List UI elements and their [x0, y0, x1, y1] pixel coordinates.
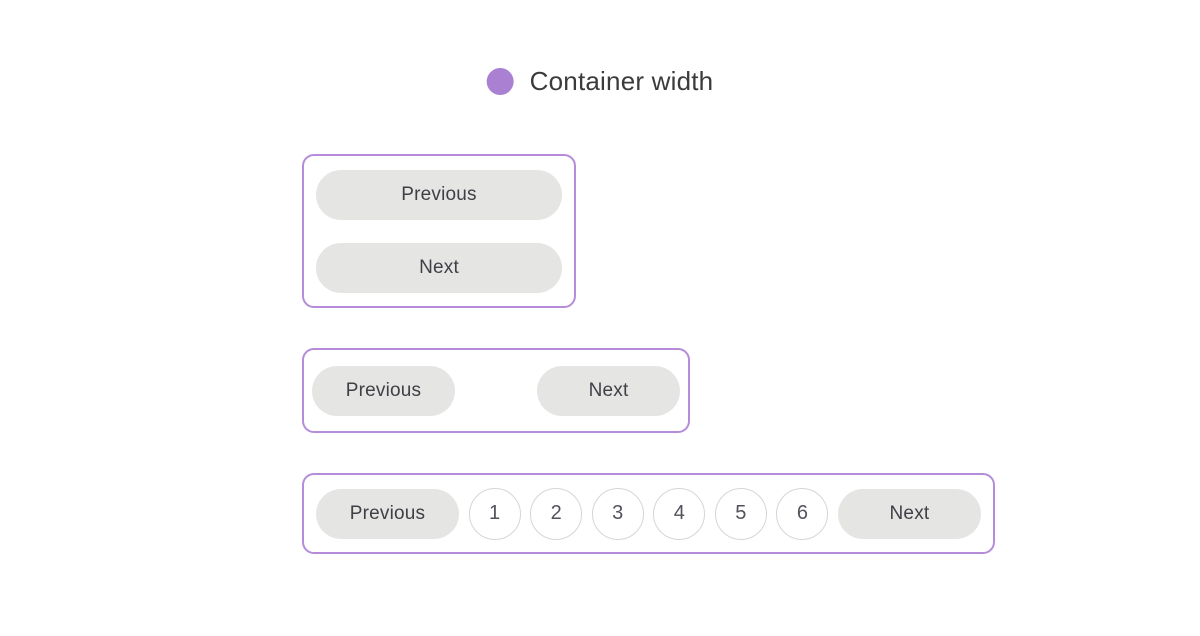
next-button[interactable]: Next: [316, 242, 562, 293]
previous-button[interactable]: Previous: [312, 365, 455, 416]
page-button-3[interactable]: 3: [591, 487, 644, 540]
previous-button[interactable]: Previous: [316, 169, 562, 220]
pagination-container-narrow: Previous Next: [302, 154, 576, 308]
legend-label: Container width: [529, 66, 714, 96]
page-button-6[interactable]: 6: [776, 487, 829, 540]
next-button[interactable]: Next: [837, 488, 981, 539]
previous-button[interactable]: Previous: [316, 488, 459, 539]
page-button-2[interactable]: 2: [530, 487, 583, 540]
page-button-4[interactable]: 4: [653, 487, 706, 540]
pagination-container-medium: Previous Next: [302, 348, 690, 433]
page-button-5[interactable]: 5: [714, 487, 767, 540]
pagination-container-wide: Previous 1 2 3 4 5 6 Next: [302, 473, 995, 554]
next-button[interactable]: Next: [537, 365, 680, 416]
legend: Container width: [486, 66, 714, 97]
page-button-1[interactable]: 1: [468, 487, 521, 540]
container-width-dot-icon: [486, 68, 514, 95]
